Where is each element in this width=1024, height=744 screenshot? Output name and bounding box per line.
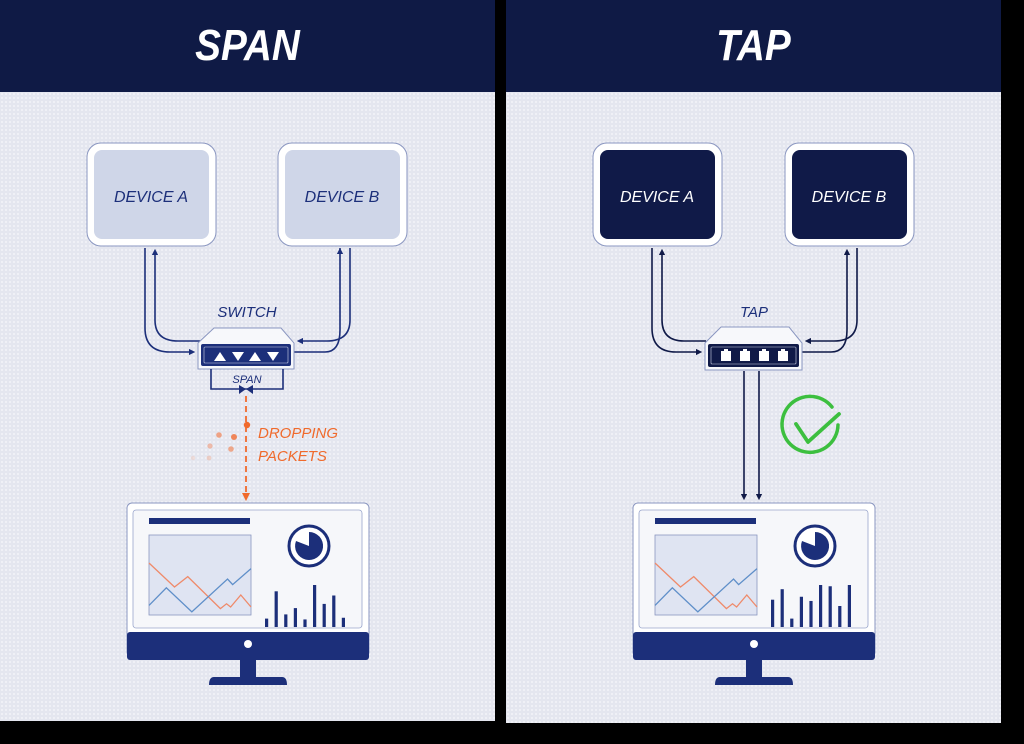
link-a-in	[151, 248, 200, 342]
packet-dots	[190, 421, 251, 461]
chart-line-blue	[148, 568, 252, 613]
bar-mark	[293, 608, 297, 627]
device-b: DEVICE B	[784, 142, 915, 247]
bar-mark	[341, 617, 345, 627]
link-a-in	[658, 248, 706, 342]
span-header: SPAN	[0, 0, 495, 92]
bar-mark	[284, 614, 288, 627]
monitor-stand	[715, 660, 793, 685]
port-icon	[778, 349, 788, 361]
check-circle-icon	[780, 394, 841, 455]
dropping-text: DROPPING	[258, 425, 338, 442]
arrow-up-icon	[249, 352, 261, 361]
link-b-in	[802, 248, 851, 353]
switch-device	[197, 327, 295, 370]
screen-title-bar	[655, 518, 756, 524]
device-a-label: DEVICE A	[114, 189, 188, 206]
bar-mark	[332, 595, 336, 627]
gauge-pie	[801, 531, 830, 560]
line-chart-area	[148, 534, 252, 616]
span-port-loop: SPAN	[210, 369, 284, 394]
bar-mark	[265, 618, 269, 627]
tap-links	[651, 248, 858, 501]
device-b-label: DEVICE B	[305, 189, 380, 206]
arrow-down-icon	[267, 352, 279, 361]
tap-header: TAP	[506, 0, 1001, 92]
tap-panel: TAP DEVICE A DEVICE B TAP	[506, 0, 1001, 723]
arrow-down-icon	[232, 352, 244, 361]
bar-mark	[780, 589, 784, 627]
chart-line-blue	[654, 568, 758, 613]
line-chart-area	[654, 534, 758, 616]
tap-device	[704, 326, 803, 371]
span-panel: SPAN DEVICE A DEVICE B	[0, 0, 495, 721]
bar-mark	[838, 606, 842, 627]
device-a: DEVICE A	[86, 142, 217, 247]
device-a-label: DEVICE A	[620, 189, 694, 206]
power-led	[750, 640, 758, 648]
port-icon	[759, 349, 769, 361]
span-monitor	[126, 502, 370, 685]
tap-diagram: DEVICE A DEVICE B TAP	[592, 142, 915, 685]
link-b-out	[804, 248, 858, 345]
bar-mark	[809, 600, 813, 627]
span-title: SPAN	[195, 21, 300, 70]
dropping-packets: DROPPING PACKETS	[190, 396, 338, 502]
screen-title-bar	[149, 518, 250, 524]
bar-mark	[313, 585, 317, 627]
bar-mark	[303, 619, 307, 627]
bar-mark	[828, 586, 832, 627]
port-icon	[721, 349, 731, 361]
power-led	[244, 640, 252, 648]
chart-line-red	[148, 562, 252, 610]
monitor-stand	[209, 660, 287, 685]
span-port-label: SPAN	[232, 374, 261, 386]
link-a-out	[651, 248, 703, 356]
bar-mark	[771, 599, 775, 627]
bar-mark	[790, 618, 794, 627]
tap-monitor	[632, 502, 876, 685]
packets-text: PACKETS	[258, 448, 327, 465]
port-icon	[740, 349, 750, 361]
bar-mark	[847, 585, 851, 627]
device-b: DEVICE B	[277, 142, 408, 247]
span-links	[144, 247, 351, 356]
bowtie-icon	[239, 385, 253, 394]
chart-line-red	[654, 562, 758, 610]
bar-mark	[322, 603, 326, 627]
link-a-out	[144, 248, 196, 356]
span-diagram: DEVICE A DEVICE B SWITCH	[86, 142, 408, 685]
arrow-up-icon	[214, 352, 226, 361]
switch-label: SWITCH	[217, 304, 276, 321]
gauge-pie	[295, 531, 324, 560]
link-b-out	[296, 248, 351, 345]
tap-title: TAP	[716, 21, 791, 70]
bar-mark	[274, 591, 278, 627]
bar-mark	[799, 596, 803, 627]
device-a: DEVICE A	[592, 142, 723, 247]
link-b-in	[294, 248, 341, 353]
bar-mark	[819, 585, 823, 627]
device-b-label: DEVICE B	[812, 189, 887, 206]
tap-device-label: TAP	[740, 304, 768, 321]
